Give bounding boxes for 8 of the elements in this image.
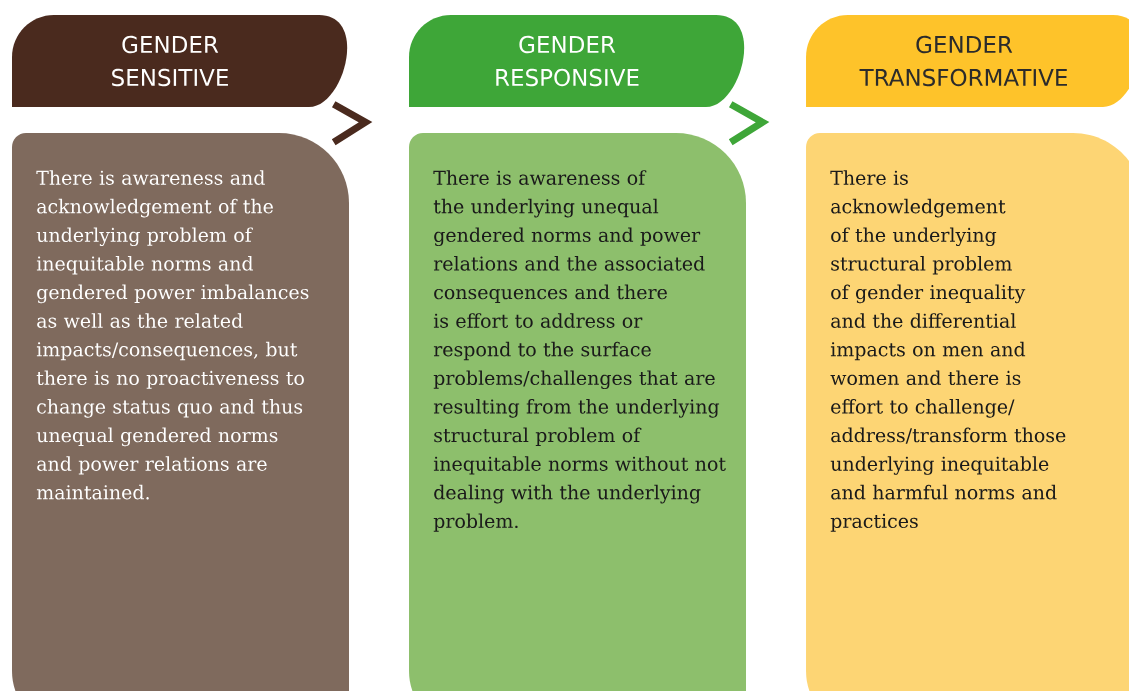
- header-tab: GENDER TRANSFORMATIVE: [806, 15, 1129, 107]
- text-panel: There is acknowledgement of the underlying structural problem of gender inequality and the differential impacts on men and women and there is effort to challenge/ address/transform those underlying inequitable and harmful norms and practices: [806, 133, 1129, 691]
- header-tab: GENDER SENSITIVE: [12, 15, 348, 107]
- text-panel: There is awareness of the underlying unequal gendered norms and power relations and the associated consequences and there is effort to address or respond to the surface problems/challenges that are resulting from the underlying structural problem of inequitable norms without not dealing with the underlying problem.: [409, 133, 746, 691]
- chevron-arrow: [331, 101, 373, 146]
- header-tab: GENDER RESPONSIVE: [409, 15, 745, 107]
- text-panel: There is awareness and acknowledgement of the underlying problem of inequitable norms and gendered power imbalances as well as the related impacts/consequences, but there is no proactiveness to change status quo and thus unequal gendered norms and power relations are maintained.: [12, 133, 349, 691]
- chevron-arrow: [728, 101, 770, 146]
